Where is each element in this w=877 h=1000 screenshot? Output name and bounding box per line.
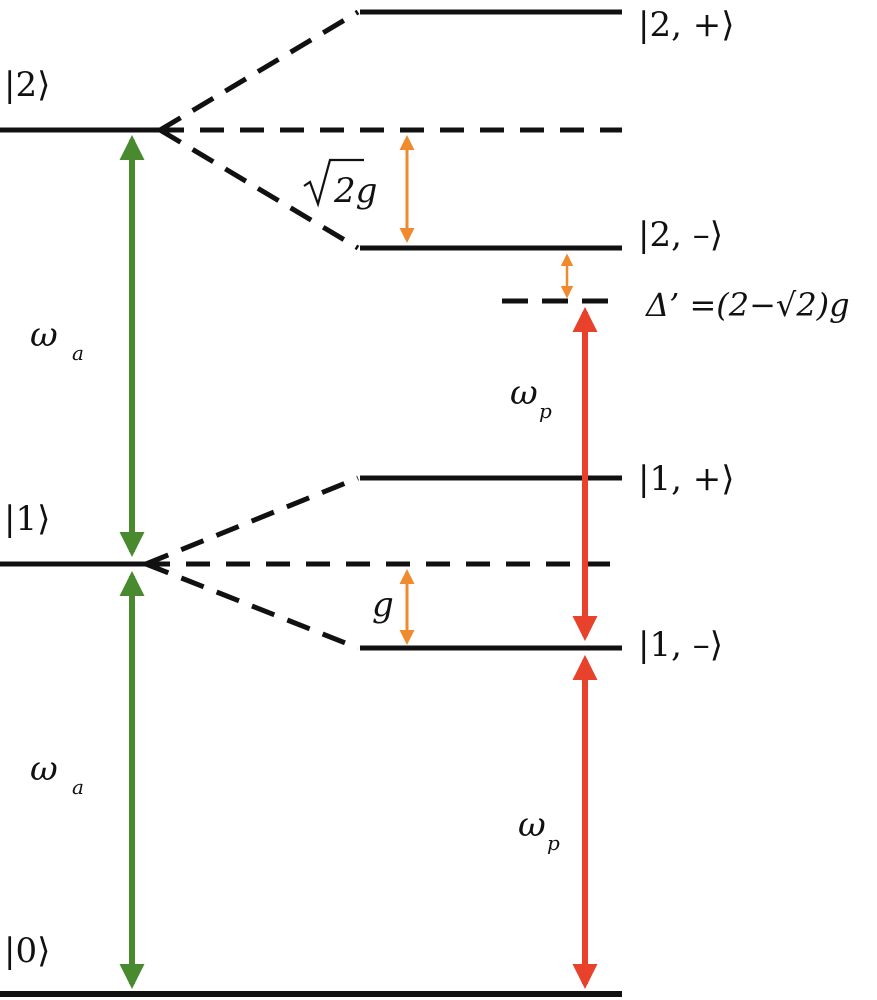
label-ket-1-minus: |1, –⟩ (638, 625, 723, 665)
label-omega-p-lower: ω p (518, 805, 560, 855)
label-omega-a-lower: ω a (30, 749, 84, 799)
label-detuning: Δ’ =(2−√2)g (644, 286, 850, 324)
split-line-2-up (158, 9, 360, 133)
svg-text:a: a (72, 775, 84, 799)
split-line-1-down (145, 561, 359, 651)
label-ket-2: |2⟩ (4, 65, 50, 105)
label-ket-1: |1⟩ (4, 499, 50, 539)
label-omega-p-upper: ω p (510, 373, 552, 423)
svg-text:ω: ω (510, 373, 538, 413)
label-ket-1-plus: |1, +⟩ (638, 459, 734, 499)
svg-text:p: p (539, 399, 552, 423)
label-ket-2-minus: |2, –⟩ (638, 215, 723, 255)
svg-text:a: a (72, 341, 84, 365)
svg-text:ω: ω (518, 805, 546, 845)
label-omega-a-upper: ω a (30, 315, 84, 365)
label-ket-0: |0⟩ (4, 931, 50, 971)
label-ket-2-plus: |2, +⟩ (638, 5, 734, 45)
svg-text:2g: 2g (333, 171, 377, 211)
split-line-2-down (158, 127, 360, 251)
svg-text:p: p (547, 831, 560, 855)
label-sqrt2-g: 2g (303, 158, 377, 211)
label-g: g (372, 585, 394, 625)
svg-text:ω: ω (30, 749, 58, 789)
split-line-1-up (145, 475, 359, 567)
svg-text:ω: ω (30, 315, 58, 355)
